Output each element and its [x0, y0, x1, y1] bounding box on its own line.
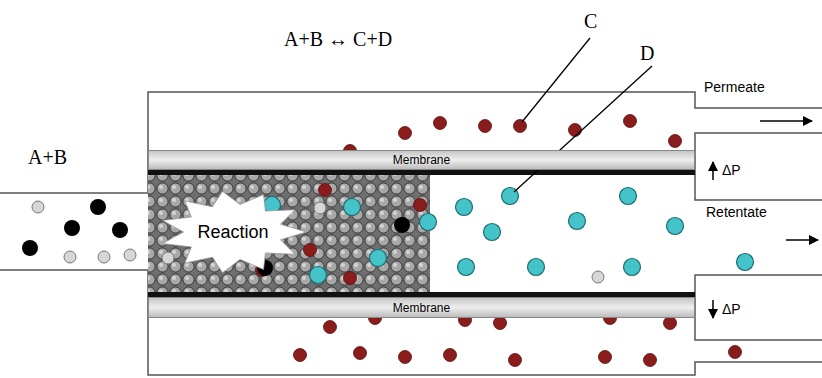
membrane-layer: [148, 170, 695, 175]
reaction-equation: A+B ↔ C+D: [284, 28, 392, 51]
reaction-burst: Reaction: [158, 190, 308, 274]
pressure-label: ΔP: [722, 162, 741, 178]
molecules: [22, 115, 754, 367]
membrane-band: Membrane: [148, 150, 695, 170]
membrane-label: Membrane: [393, 301, 450, 315]
catalyst-bed: [148, 175, 430, 292]
reaction-label: Reaction: [197, 222, 268, 243]
pressure-label: ΔP: [722, 301, 741, 317]
product-d-label: D: [640, 42, 654, 65]
permeate-label: Permeate: [704, 79, 765, 95]
housing-outline: [0, 92, 822, 375]
feed-label: A+B: [28, 146, 67, 169]
membrane-label: Membrane: [393, 153, 450, 167]
retentate-label: Retentate: [706, 204, 767, 220]
membrane-band: Membrane: [148, 297, 695, 318]
product-c-label: C: [584, 10, 597, 33]
